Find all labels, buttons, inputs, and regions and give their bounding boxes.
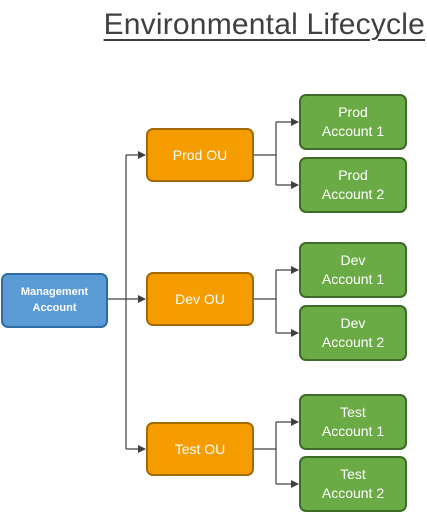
prod-account-2-label: Prod Account 2: [321, 167, 385, 202]
test-account-2-node: Test Account 2: [299, 456, 407, 512]
prod-account-2-node: Prod Account 2: [299, 157, 407, 213]
dev-account-1-label: Dev Account 1: [321, 252, 385, 287]
prod-ou-node: Prod OU: [146, 128, 254, 182]
prod-account-1-label: Prod Account 1: [321, 104, 385, 139]
dev-ou-label: Dev OU: [175, 290, 225, 307]
dev-ou-node: Dev OU: [146, 272, 254, 326]
test-ou-node: Test OU: [146, 422, 254, 476]
test-ou-label: Test OU: [174, 440, 226, 457]
management-account-label: Management Account: [20, 286, 89, 314]
prod-account-1-node: Prod Account 1: [299, 94, 407, 150]
dev-account-2-node: Dev Account 2: [299, 305, 407, 361]
prod-ou-label: Prod OU: [172, 146, 228, 163]
management-account-node: Management Account: [1, 273, 108, 328]
test-account-2-label: Test Account 2: [321, 466, 385, 501]
diagram-title: Environmental Lifecycle: [103, 8, 425, 41]
dev-account-2-label: Dev Account 2: [321, 315, 385, 350]
dev-account-1-node: Dev Account 1: [299, 242, 407, 298]
test-account-1-label: Test Account 1: [321, 404, 385, 439]
test-account-1-node: Test Account 1: [299, 394, 407, 450]
